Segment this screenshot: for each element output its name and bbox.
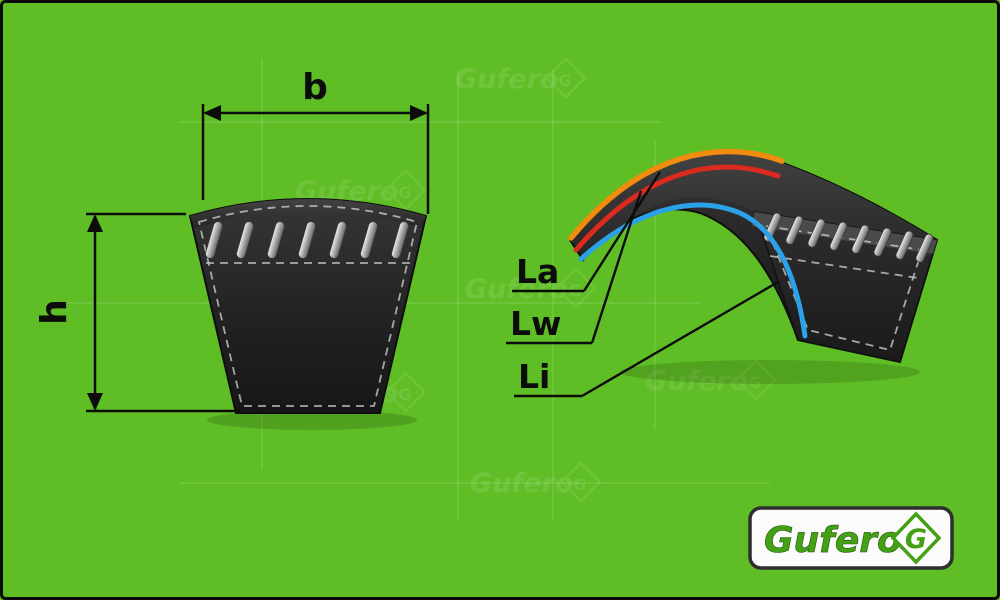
watermark-monogram: G — [558, 71, 571, 90]
la-leader-line — [582, 171, 662, 292]
cord-pin — [873, 227, 892, 257]
width-dimension — [201, 104, 430, 214]
cord-pin — [915, 233, 934, 263]
logo-monogram-text: G — [905, 524, 927, 555]
end-face-dashed-outline — [764, 224, 924, 352]
cord-pin — [267, 221, 285, 259]
li-label: Li — [518, 357, 550, 396]
belt-shadow — [207, 410, 417, 430]
tension-cords — [205, 221, 409, 259]
watermark-diamond — [560, 461, 602, 503]
belt-3d-top-face — [570, 152, 937, 256]
end-face-cord-dashed-line — [769, 255, 919, 279]
arrowhead-left — [203, 105, 221, 121]
watermark-brand: Gufero — [465, 274, 568, 305]
watermark-diamond — [385, 371, 427, 413]
cord-pin — [298, 221, 316, 259]
lw-leader-line — [590, 190, 643, 344]
cord-pin — [785, 215, 804, 245]
watermark-monogram: G — [398, 385, 411, 404]
lw-label: Lw — [510, 304, 562, 343]
cord-pin — [807, 218, 826, 248]
logo-shield-shape — [890, 511, 942, 565]
la-outer-length-line — [568, 148, 785, 241]
watermark-diamond — [385, 169, 427, 211]
lw-pitch-length-line — [573, 164, 781, 253]
arrowhead-right — [410, 105, 428, 121]
cord-pin — [391, 221, 409, 259]
watermark-monogram: G — [398, 183, 411, 202]
watermark-monogram: G — [748, 373, 761, 392]
width-dimension-label: b — [302, 67, 328, 108]
watermark-brand: Gufero — [645, 366, 748, 397]
height-dimension-label: h — [34, 299, 75, 325]
watermark-diamond — [545, 57, 587, 99]
li-leader-line — [581, 280, 779, 398]
watermark-diamond — [555, 267, 597, 309]
la-label: La — [516, 252, 559, 291]
belt-top-face — [190, 199, 426, 228]
arrowhead-bottom — [87, 393, 103, 411]
cord-pin — [329, 221, 347, 259]
watermark-monogram: G — [573, 475, 586, 494]
watermark-diamond — [735, 359, 777, 401]
arrowhead-top — [87, 214, 103, 232]
cord-pin — [829, 221, 848, 251]
cord-pin — [895, 230, 914, 260]
logo-monogram-shield: G — [890, 511, 942, 565]
length-label-leaders — [506, 171, 779, 398]
belt-dashed-outline — [197, 205, 419, 407]
cord-pin — [360, 221, 378, 259]
watermark-brand: Gufero — [455, 64, 558, 95]
cord-pin — [236, 221, 254, 259]
logo-brand-text: Gufero — [764, 520, 902, 561]
watermark-brand: Gufero — [470, 468, 573, 499]
height-dimension — [86, 212, 240, 413]
li-inner-length-line — [578, 202, 808, 339]
brand-logo-badge: Gufero G — [748, 506, 954, 570]
belt-3d-view — [568, 148, 939, 384]
cord-pin — [851, 224, 870, 254]
cord-pin — [205, 221, 223, 259]
logo-badge-background — [748, 506, 954, 570]
belt-cross-section-view — [188, 198, 428, 430]
belt-3d-shadow — [620, 360, 920, 384]
